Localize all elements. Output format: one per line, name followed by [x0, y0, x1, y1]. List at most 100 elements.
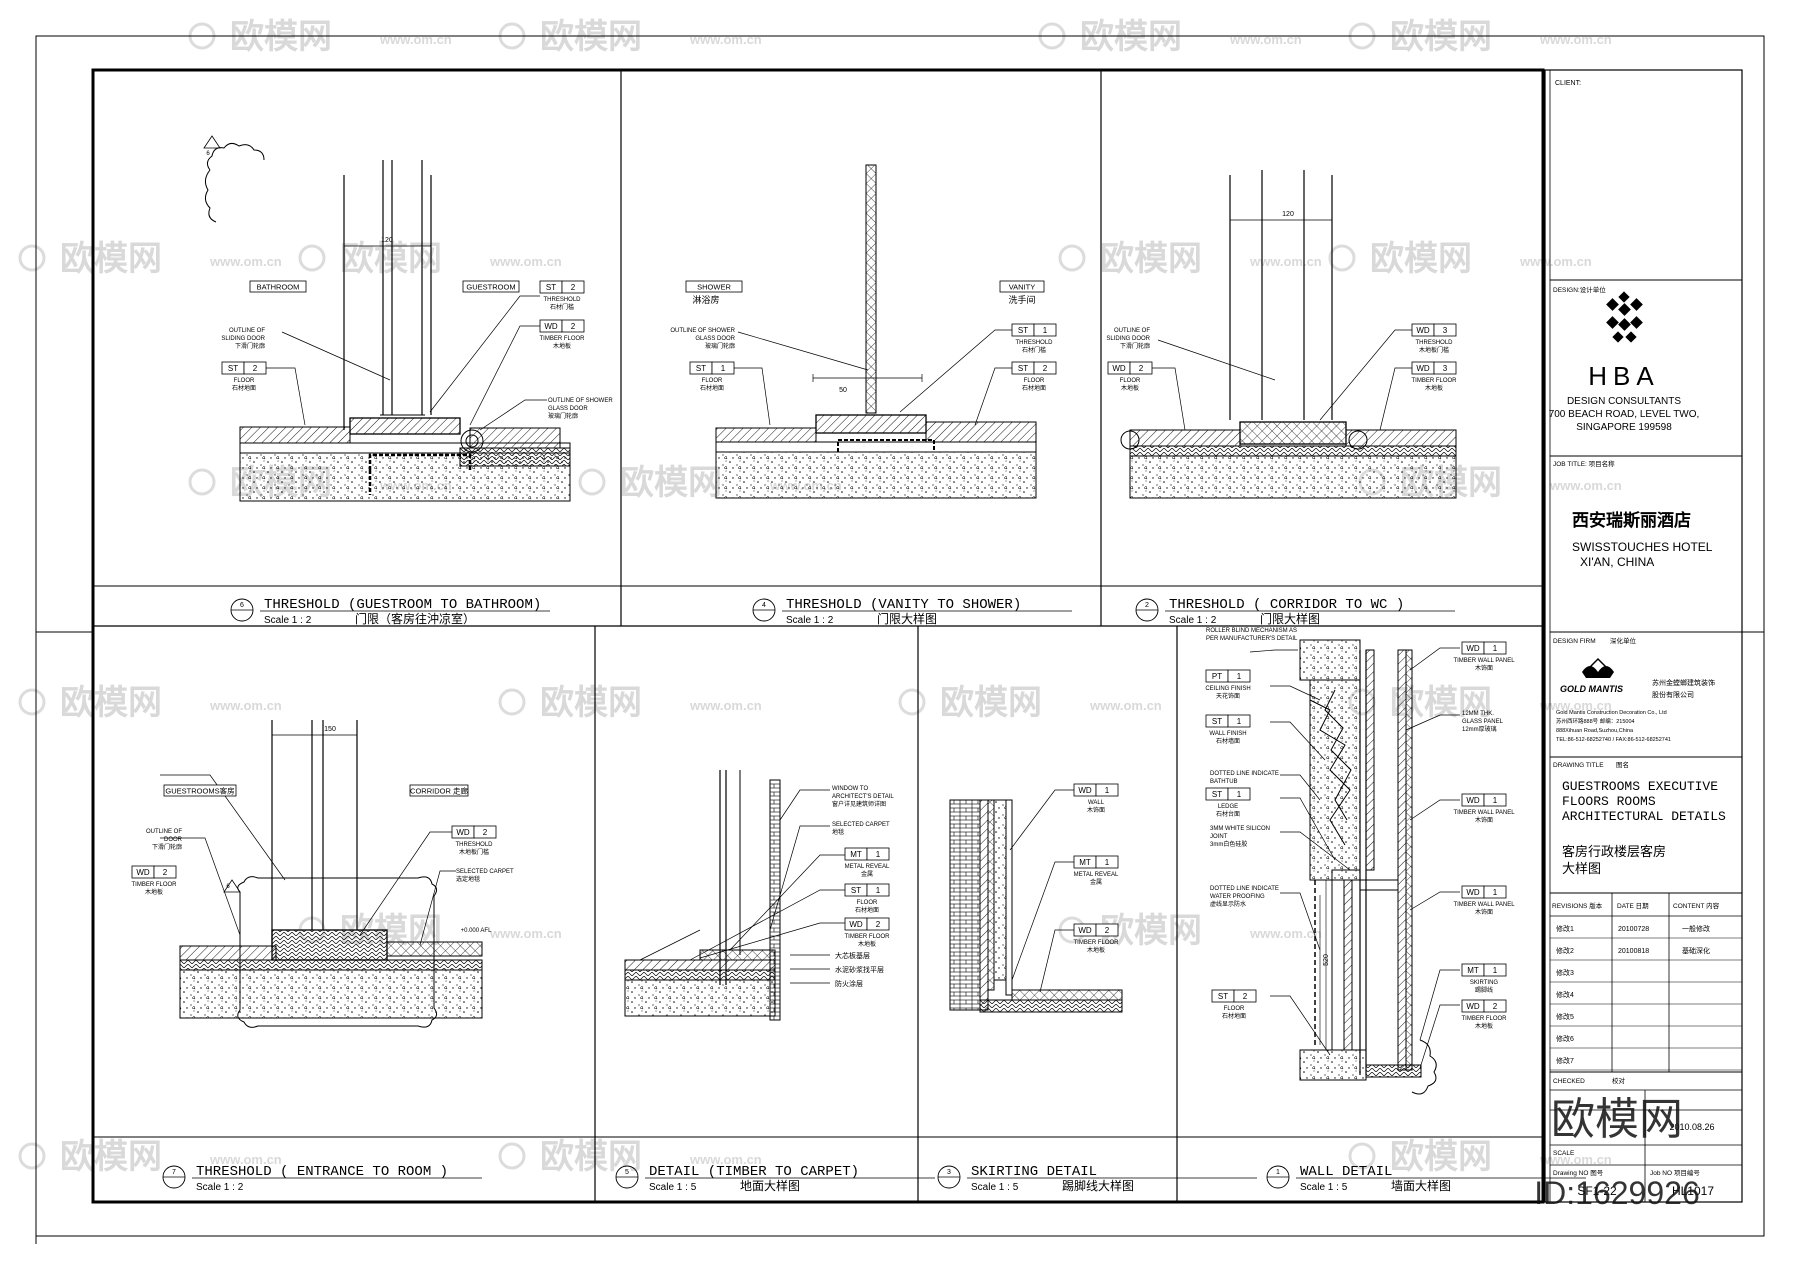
job-title-cn: 西安瑞斯丽酒店 [1572, 510, 1691, 530]
corner-watermark-brand: 欧模网 [1551, 1095, 1683, 1144]
tag-number: 2 [163, 868, 168, 877]
note-line: OUTLINE OF [146, 829, 182, 835]
detail-title-text: THRESHOLD ( ENTRANCE TO ROOM ) [196, 1164, 448, 1180]
note-line: SLIDING DOOR [1106, 336, 1150, 342]
dimension-50: 50 [839, 387, 847, 394]
tag-number: 2 [876, 920, 881, 929]
drawing-title-en-1: GUESTROOMS EXECUTIVE [1562, 779, 1718, 794]
tag-number: 1 [1493, 888, 1498, 897]
dimension-120: 120 [1282, 211, 1294, 218]
tag-code: ST [228, 364, 238, 373]
drawing-frame [91, 68, 1545, 1204]
detail-scale: Scale 1 : 2 [786, 615, 834, 626]
tag-text-cn: 石材门槛 [550, 303, 574, 311]
detail-title-text: THRESHOLD (VANITY TO SHOWER) [786, 597, 1021, 613]
note-line: 玻璃门轮廓 [548, 412, 578, 420]
tag-code: PT [1212, 672, 1222, 681]
watermark-brand: 欧模网 [540, 18, 642, 56]
tag-number: 2 [483, 828, 488, 837]
tag-number: 1 [1043, 326, 1048, 335]
level-marker: +0.000 AFL [461, 928, 493, 934]
watermark-brand: 欧模网 [1390, 18, 1492, 56]
firm-en: Gold Mantis Construction Decoration Co.,… [1556, 710, 1667, 716]
tag-text-en: WALL FINISH [1209, 731, 1246, 737]
room-label-corridor: CORRIDOR 走廊 [409, 784, 468, 797]
date-value: 2010.08.26 [1669, 1122, 1714, 1132]
tag-text-en: TIMBER FLOOR [1073, 940, 1119, 946]
design-firm-label: DESIGN FIRM [1553, 638, 1596, 645]
note-line: GLASS PANEL [1462, 719, 1504, 725]
detail-number: 2 [1145, 602, 1149, 609]
tag-number: 1 [876, 886, 881, 895]
tag-text-en: FLOOR [1024, 378, 1045, 384]
tag-code: WD [1466, 1002, 1480, 1011]
watermark-url: www.om.cn [1539, 32, 1612, 47]
detail-scale: Scale 1 : 5 [649, 1182, 697, 1193]
note-line: 玻璃门轮廓 [705, 342, 735, 350]
detail-2-section [1120, 170, 1457, 499]
tag-number: 2 [1139, 364, 1144, 373]
job-no-label: Job NO 项目编号 [1650, 1168, 1700, 1177]
note-line: 下滑门轮廓 [1120, 342, 1150, 350]
note-line: GLASS DOOR [548, 406, 588, 412]
tag-number: 2 [1043, 364, 1048, 373]
tag-text-cn: 木地板 [1087, 946, 1105, 954]
tag-code: WD [1416, 326, 1430, 335]
tag-text-cn: 石材地面 [1022, 384, 1046, 392]
note-line: JOINT [1210, 834, 1228, 840]
revision-label: 修改5 [1556, 1012, 1574, 1021]
revision-label: 修改4 [1556, 990, 1574, 999]
tag-text-cn: 木地板 [553, 342, 571, 350]
tag-code: ST [851, 886, 861, 895]
tag-text-cn: 石材地面 [700, 384, 724, 392]
revision-label: 修改3 [1556, 968, 1574, 977]
watermark-url: www.om.cn [1519, 254, 1592, 269]
tag-code: ST [1018, 326, 1028, 335]
note-line: ROLLER BLIND MECHANISM AS [1206, 628, 1297, 634]
tag-number: 2 [253, 364, 258, 373]
tag-code: WD [1466, 888, 1480, 897]
tag-text-en: METAL REVEAL [1074, 872, 1119, 878]
detail-4-section [715, 164, 1037, 499]
tag-code: MT [1467, 966, 1479, 975]
tag-text-en: THRESHOLD [543, 297, 581, 303]
tag-text-en: FLOOR [702, 378, 723, 384]
tag-text-en: TIMBER FLOOR [539, 336, 585, 342]
note-line: OUTLINE OF SHOWER [670, 328, 735, 334]
tag-code: ST [1212, 790, 1222, 799]
note-line: DOTTED LINE INDICATE [1210, 771, 1279, 777]
job-title-en-2: XI'AN, CHINA [1580, 555, 1654, 569]
detail-7-section [160, 720, 483, 1028]
watermark-brand: 欧模网 [1370, 240, 1472, 278]
hba-logo-icon [1606, 291, 1643, 343]
detail-title-text: DETAIL (TIMBER TO CARPET) [649, 1164, 859, 1180]
scale-label: SCALE [1553, 1150, 1575, 1157]
tag-text-en: SKIRTING [1470, 980, 1499, 986]
tag-number: 1 [1105, 786, 1110, 795]
tag-text-en: THRESHOLD [455, 842, 493, 848]
watermark-brand: 欧模网 [60, 1138, 162, 1176]
tag-number: 2 [1493, 1002, 1498, 1011]
tag-code: WD [1078, 786, 1092, 795]
revision-content: 基础深化 [1682, 946, 1710, 955]
detail-1-section [1249, 639, 1460, 1095]
watermark-brand: 欧模网 [1080, 18, 1182, 56]
revision-label: 修改7 [1556, 1056, 1574, 1065]
tag-text-en: TIMBER WALL PANEL [1453, 810, 1515, 816]
tag-number: 1 [876, 850, 881, 859]
detail-scale: Scale 1 : 2 [264, 615, 312, 626]
tag-number: 1 [721, 364, 726, 373]
tag-code: ST [1018, 364, 1028, 373]
